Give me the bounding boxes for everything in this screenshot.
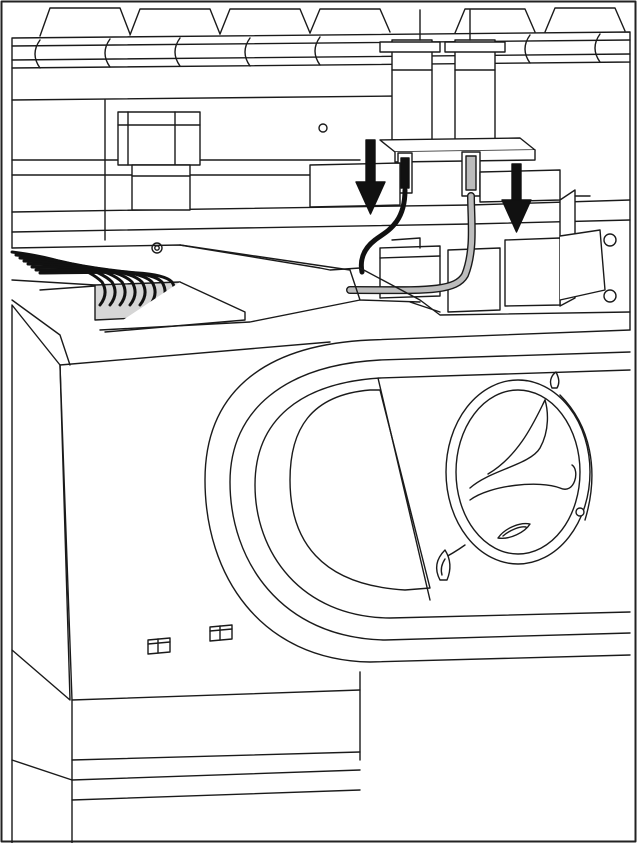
electrode-pipes (379, 9, 536, 163)
body-button-right (209, 624, 233, 642)
control-knob[interactable] (445, 379, 591, 565)
ignition-cable-dark (358, 187, 408, 275)
arrow-down-left (355, 139, 386, 215)
frame-screw-hole-lower (151, 242, 163, 254)
terminal-wire (22, 259, 137, 307)
boiler-body (11, 304, 361, 843)
control-panel-top (11, 244, 631, 366)
body-button-left (147, 637, 171, 655)
terminal-wire (26, 262, 147, 307)
middle-bracket (309, 162, 617, 307)
ignition-block (379, 237, 501, 313)
knob-pointer (469, 464, 577, 501)
arrow-down-right (501, 163, 532, 233)
terminal-wires (10, 250, 177, 307)
top-rail (11, 7, 631, 69)
terminal-wire (30, 265, 157, 307)
flame-icon-large (436, 549, 451, 581)
display-window (289, 377, 431, 601)
flame-icon-small (549, 371, 560, 389)
frame-screw-hole (318, 123, 328, 133)
gas-valve-nut (117, 111, 201, 211)
knob-face-curve (469, 399, 549, 489)
